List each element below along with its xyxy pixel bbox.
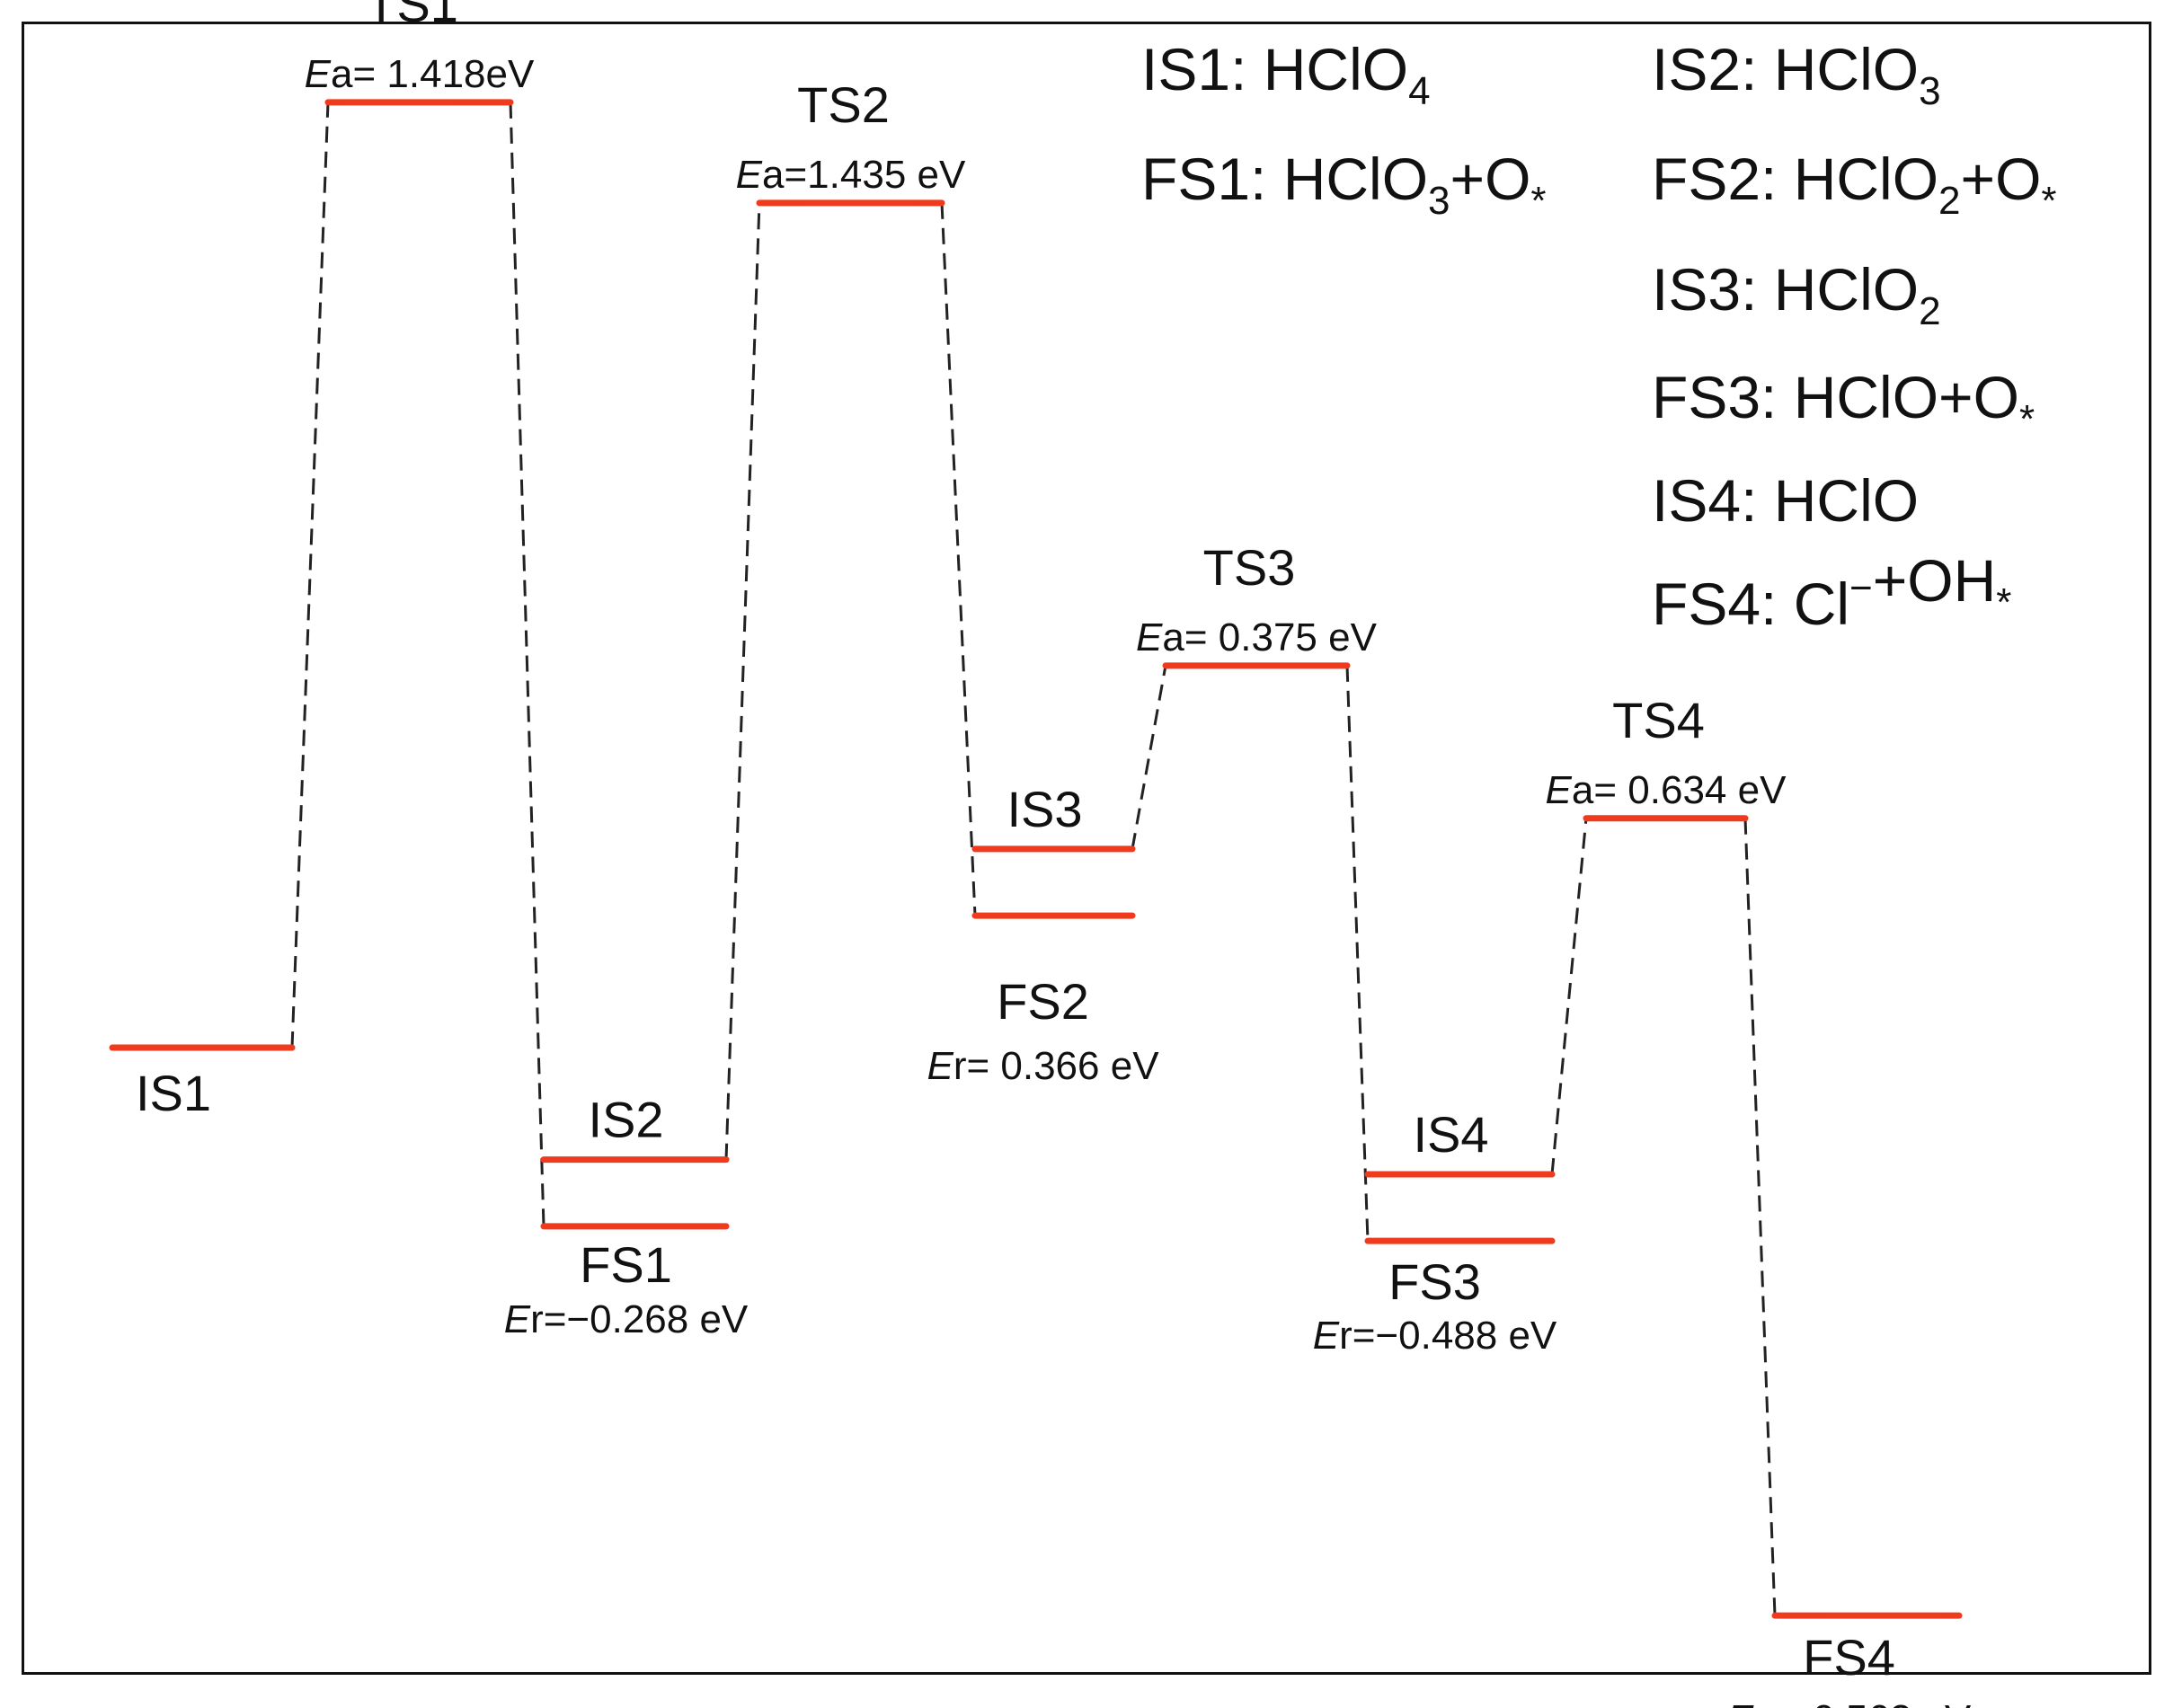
label-is3: IS3 [1007,781,1082,837]
label-fs4: FS4 [1803,1629,1895,1686]
label-is2: IS2 [588,1092,663,1148]
label-fs1: FS1 [580,1236,672,1293]
legend-fs4: FS4: Cl−+OH* [1652,547,2011,637]
connector-ts4-fs4 [1743,818,1777,1616]
legend-fs3: FS3: HClO+O* [1652,364,2035,441]
legend-is2: IS2: HClO3 [1652,36,1941,113]
connector-lines [290,102,1777,1616]
legend-is1: IS1: HClO4 [1141,36,1431,113]
connector-ts3-fs3 [1345,665,1370,1242]
annotation-ts4: Ea= 0.634 eV [1546,768,1787,812]
connector-ts1-fs1 [509,102,545,1226]
annotation-fs4: Er=−0.562 eV [1727,1697,1972,1708]
connector-is3-ts3 [1131,665,1167,850]
legend-fs1: FS1: HClO3+O* [1141,146,1547,223]
annotation-ts2: Ea=1.435 eV [736,153,966,197]
connector-is1-ts1 [290,102,330,1049]
legend-fs2: FS2: HClO2+O* [1652,146,2057,223]
label-fs3: FS3 [1388,1253,1481,1310]
label-ts1: TS1 [366,0,458,32]
label-is1: IS1 [136,1065,211,1121]
plot-frame [22,22,2151,1675]
annotation-fs2: Er= 0.366 eV [927,1044,1159,1088]
legend-is4: IS4: HClO [1652,467,1919,534]
annotation-fs1: Er=−0.268 eV [504,1297,749,1341]
annotation-fs3: Er=−0.488 eV [1313,1314,1557,1358]
label-ts2: TS2 [797,76,890,133]
connector-is2-ts2 [724,202,761,1160]
annotation-ts1: Ea= 1.418eV [305,52,535,96]
connector-is4-ts4 [1550,818,1588,1175]
label-is4: IS4 [1413,1106,1488,1163]
annotation-ts3: Ea= 0.375 eV [1136,615,1378,659]
label-ts3: TS3 [1203,539,1296,596]
label-fs2: FS2 [997,973,1089,1030]
connector-ts2-fs2 [940,202,977,916]
label-ts4: TS4 [1612,692,1705,748]
energy-levels [109,99,1963,1619]
legend-is3: IS3: HClO2 [1652,256,1941,333]
